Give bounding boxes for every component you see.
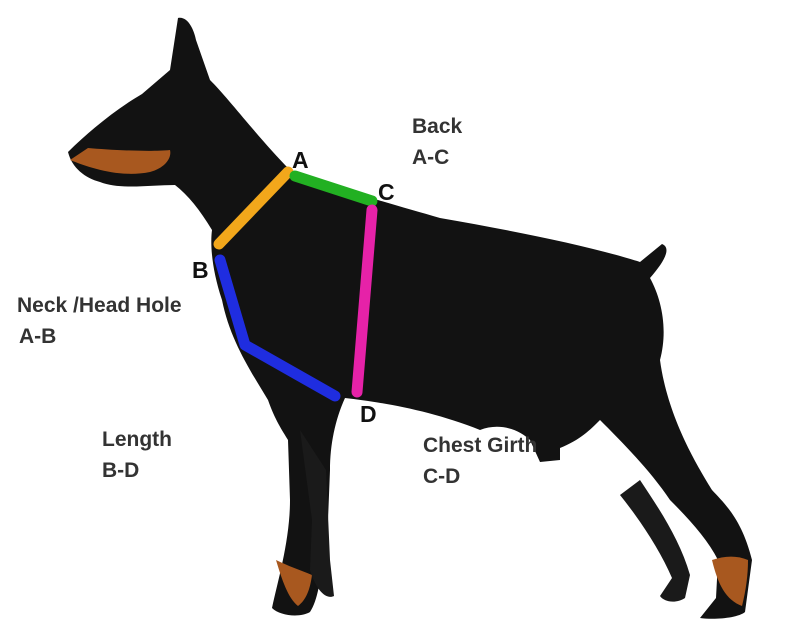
back-label: Back A-C: [412, 111, 462, 173]
dog-body: [68, 17, 752, 619]
length-label: Length B-D: [102, 424, 172, 486]
length-label-range: B-D: [102, 459, 140, 482]
point-c-label: C: [378, 179, 395, 205]
point-a-label: A: [292, 147, 309, 173]
point-d-label: D: [360, 401, 377, 427]
length-label-title: Length: [102, 428, 172, 451]
dog-tan-hind-leg: [712, 556, 748, 606]
chest-girth-label-range: C-D: [423, 465, 461, 488]
back-label-range: A-C: [412, 146, 450, 169]
doberman-dog: [68, 17, 752, 619]
point-b-label: B: [192, 257, 209, 283]
length-measure-line: [214, 254, 341, 402]
chest-girth-measure-line: [351, 204, 378, 398]
neck-label-range: A-B: [19, 325, 57, 348]
neck-label: Neck /Head Hole A-B: [17, 290, 182, 352]
dog-tan-front-leg: [276, 560, 312, 606]
dog-second-hind-leg: [620, 480, 690, 602]
neck-measure-line: [213, 166, 294, 250]
chest-girth-label-title: Chest Girth: [423, 434, 538, 457]
neck-label-title: Neck /Head Hole: [17, 294, 182, 317]
chest-girth-label: Chest Girth C-D: [423, 430, 537, 492]
dog-tan-muzzle: [70, 148, 171, 174]
dog-second-front-leg: [300, 430, 334, 597]
back-label-title: Back: [412, 115, 463, 138]
back-measure-line: [289, 170, 378, 207]
